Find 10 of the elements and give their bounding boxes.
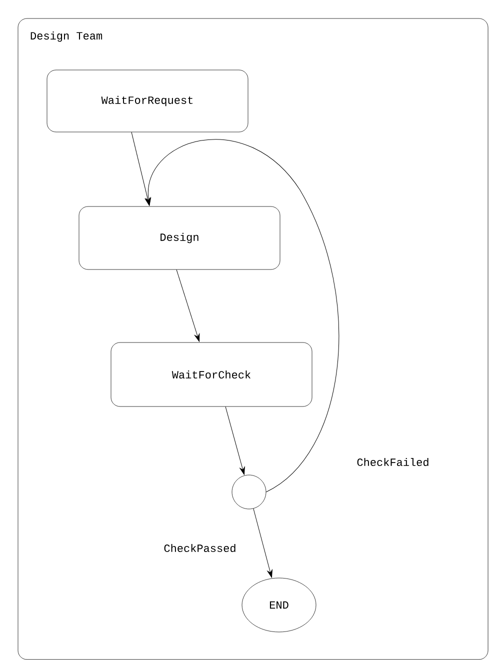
arrow [176,269,200,342]
state-box: Design [78,206,280,270]
edge-label: CheckFailed [356,456,430,468]
arrow [225,406,245,475]
arrow [253,508,272,578]
junction-circle [232,474,266,510]
state-box: WaitForCheck [110,342,312,407]
state-box: WaitForRequest [46,70,248,132]
edge-label: CheckPassed [162,542,238,554]
arrow [146,139,340,492]
